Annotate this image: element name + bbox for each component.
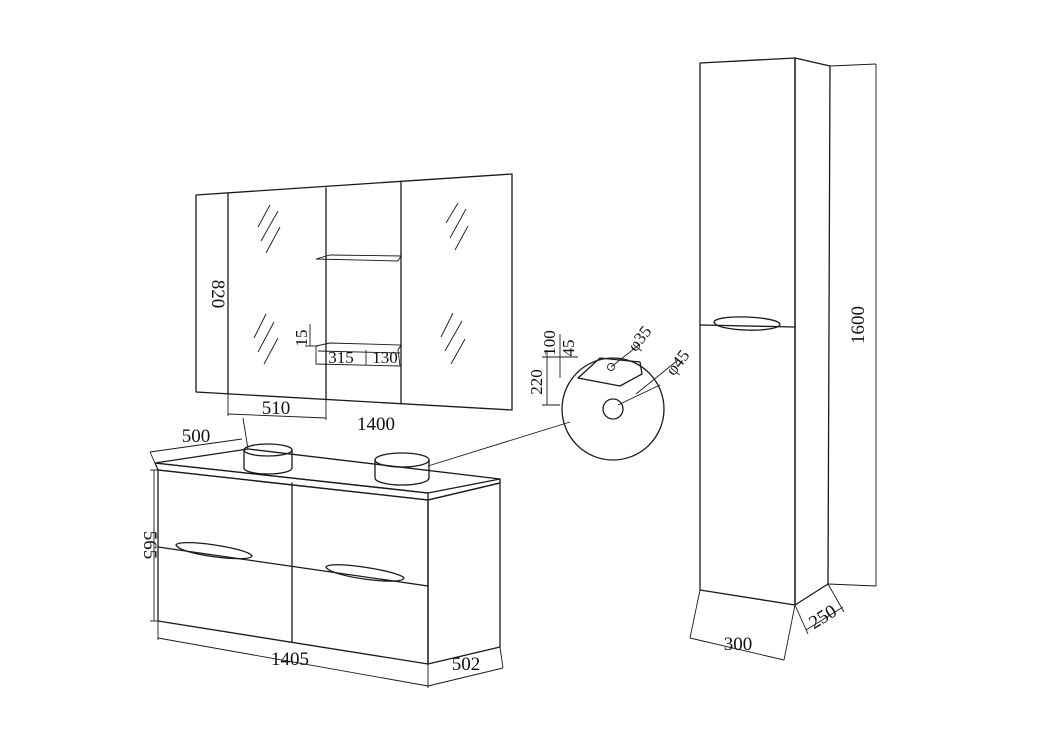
mirror-door-width-label: 510 (262, 398, 291, 419)
hole-diameter-45: φ45 (662, 346, 693, 379)
tall-cabinet-front (699, 57, 796, 606)
basin-right (374, 452, 430, 486)
vanity-unit: 500 565 1405 502 (139, 417, 504, 688)
tall-cabinet: 1600 300 250 (689, 57, 877, 661)
lower-shelf (315, 342, 402, 367)
tall-cabinet-width-label: 300 (724, 634, 753, 655)
shelf-depth-main-label: 315 (328, 348, 354, 367)
upper-shelf (315, 254, 402, 262)
tap-plate (577, 357, 643, 387)
tall-cabinet-height-label: 1600 (848, 306, 869, 344)
mirror-height-label: 820 (207, 280, 228, 309)
glass-reflection-marks (253, 202, 469, 365)
tap-hole (607, 363, 615, 371)
vanity-countertop (154, 448, 501, 494)
tall-cabinet-handle (713, 316, 781, 331)
vanity-handle-left (175, 542, 253, 560)
mirror-cabinet-outline (195, 173, 513, 411)
basin-detail-circle (561, 357, 665, 461)
tall-cabinet-side (794, 57, 831, 606)
basin-detail: 100 45 220 φ35 φ45 (427, 322, 693, 467)
mirror-width-label: 1400 (357, 414, 395, 435)
basin-dim-220: 220 (527, 369, 546, 395)
vanity-handle-right (325, 564, 405, 582)
drain-hole (602, 398, 624, 420)
hole-diameter-35: φ35 (624, 322, 655, 355)
basin-left (243, 443, 293, 475)
vanity-height-label: 565 (139, 531, 160, 560)
vanity-side (427, 482, 501, 665)
basin-dim-45: 45 (559, 340, 578, 357)
vanity-depth-label: 502 (452, 654, 481, 675)
mirror-cabinet: 15 315 130 820 510 1400 (195, 173, 513, 435)
shelf-depth-side-label: 130 (372, 348, 398, 367)
shelf-gap-label: 15 (292, 330, 311, 347)
basin-dim-100: 100 (540, 330, 559, 356)
tall-cabinet-depth-label: 250 (805, 601, 840, 634)
vanity-top-depth-label: 500 (182, 426, 211, 447)
vanity-width-label: 1405 (271, 649, 309, 670)
